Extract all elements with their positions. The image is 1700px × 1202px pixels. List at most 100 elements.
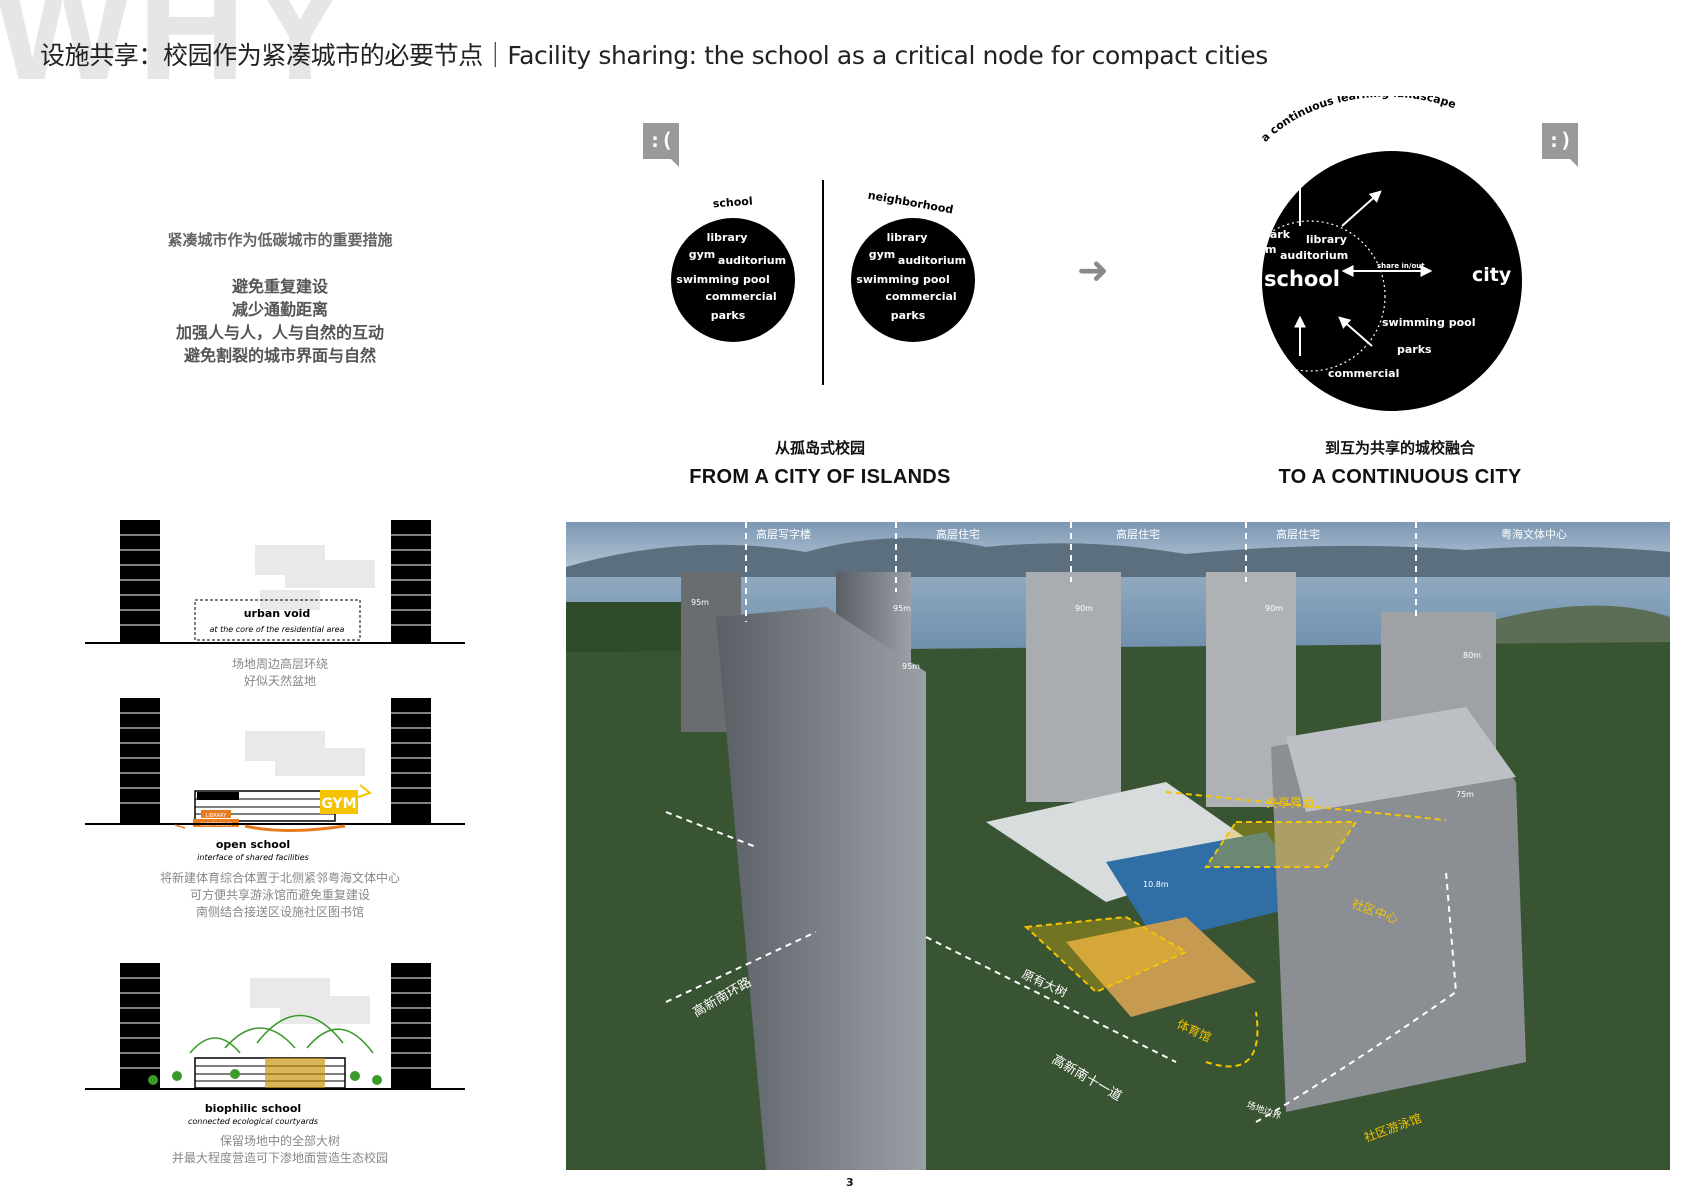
item-library: library: [707, 231, 748, 244]
happy-face-icon: :): [1542, 123, 1578, 167]
pool-path: [1205, 1011, 1259, 1068]
diagonal-arrow: [1341, 190, 1382, 227]
aerial-photo: 高层写字楼 高层住宅 高层住宅 高层住宅 粤海文体中心 95m 95m 95m …: [566, 522, 1670, 1170]
item-swimming-pool: swimming pool: [676, 273, 769, 286]
neighborhood-circle-label: neighborhood: [867, 189, 954, 217]
section-urban-void: urban void at the core of the residentia…: [85, 520, 465, 644]
school-circle-label: school: [712, 195, 753, 211]
label-parks: parks: [1397, 343, 1432, 356]
orange-arrow: [174, 824, 186, 829]
note-line: 好似天然盆地: [243, 674, 316, 688]
label-park: park: [1262, 228, 1291, 241]
note-line: 场地周边高层环绕: [231, 657, 328, 671]
tower-right: [391, 698, 431, 823]
label-sports-center: 粤海文体中心: [1501, 527, 1567, 541]
item-auditorium: auditorium: [898, 254, 966, 267]
height-label: 80m: [1463, 651, 1481, 660]
happy-face-text: :): [1542, 123, 1578, 159]
zone-community-center: [1204, 821, 1358, 868]
mountains: [566, 538, 1670, 582]
green-arcs: [189, 1014, 374, 1054]
gym-label: GYM: [321, 796, 356, 812]
foreground-tower: [716, 607, 926, 1170]
label-auditorium: auditorium: [1280, 249, 1348, 262]
page-number: 3: [846, 1176, 854, 1189]
note-line: 南侧结合接送区设施社区图书馆: [195, 905, 364, 919]
intro-point: 避免割裂的城市界面与自然: [183, 346, 376, 365]
height-label: 75m: [1456, 790, 1474, 799]
zone-gym: [1023, 915, 1189, 994]
item-commercial: commercial: [885, 290, 956, 303]
school-campus: [986, 782, 1316, 1017]
orange-ground-band: [244, 824, 346, 832]
neighborhood-circle: [851, 218, 975, 342]
sports-complex: [1271, 712, 1526, 1112]
section-open-school: GYM LIBRARY AUDITORIUM open school inter…: [85, 698, 465, 862]
label-residential: 高层住宅: [1116, 527, 1160, 541]
page-title: 设施共享：校园作为紧凑城市的必要节点｜Facility sharing: the…: [40, 41, 1268, 70]
item-gym: gym: [689, 248, 716, 261]
section-subtitle: interface of shared facilities: [197, 853, 309, 862]
sad-face-icon: :(: [643, 123, 679, 167]
note-line: 并最大程度营造可下渗地面营造生态校园: [171, 1151, 388, 1165]
section-notes: 场地周边高层环绕 好似天然盆地: [140, 656, 420, 690]
item-swimming-pool: swimming pool: [856, 273, 949, 286]
speech-tail: [1568, 157, 1578, 167]
label-swimming-pool: swimming pool: [1382, 316, 1475, 329]
note-line: 可方便共享游泳馆而避免重复建设: [189, 888, 370, 902]
trees: [148, 1069, 382, 1085]
section-subtitle: at the core of the residential area: [210, 625, 345, 634]
label-residential: 高层住宅: [936, 527, 980, 541]
road-eleven-line: [925, 936, 1177, 1063]
note-line: 将新建体育综合体置于北侧紧邻粤海文体中心: [159, 871, 400, 885]
label-share: share in/out: [1377, 262, 1425, 270]
section-biophilic-school: biophilic school connected ecological co…: [85, 963, 465, 1126]
shared-interface-line: [1165, 791, 1447, 821]
road-ring-line: [665, 931, 817, 1003]
continuous-caption-cn: 到互为共享的城校融合: [1324, 439, 1475, 457]
zone-label: 共享界面: [1266, 795, 1314, 810]
void-box: [194, 599, 361, 641]
tower-right: [391, 520, 431, 643]
city-circle: [1262, 151, 1522, 411]
label-commercial: commercial: [1328, 367, 1399, 380]
gym-block: [320, 790, 358, 814]
school-circle: [671, 218, 795, 342]
section-notes: 保留场地中的全部大树 并最大程度营造可下渗地面营造生态校园: [120, 1133, 440, 1167]
label-gym: gym: [1250, 243, 1277, 256]
item-gym: gym: [869, 248, 896, 261]
continuous-landscape-label: a continuous learning landscape: [1258, 96, 1457, 145]
label-residential: 高层住宅: [1276, 527, 1320, 541]
section-notes: 将新建体育综合体置于北侧紧邻粤海文体中心 可方便共享游泳馆而避免重复建设 南侧结…: [120, 870, 440, 921]
islands-diagram: school neighborhood library gym auditori…: [671, 180, 975, 385]
library-tag: LIBRARY: [206, 813, 228, 819]
continuous-caption-en: TO A CONTINUOUS CITY: [1278, 466, 1522, 488]
sad-face-text: :(: [643, 123, 679, 159]
height-label: 95m: [893, 604, 911, 613]
tower-right: [391, 963, 431, 1088]
item-commercial: commercial: [705, 290, 776, 303]
speech-tail: [669, 157, 679, 167]
intro-heading: 紧凑城市作为低碳城市的重要措施: [167, 231, 393, 249]
intro-point: 减少通勤距离: [231, 300, 328, 319]
section-title: urban void: [244, 607, 311, 620]
sports-complex-roof: [1286, 707, 1516, 812]
height-label: 95m: [691, 598, 709, 607]
label-library: library: [1306, 233, 1347, 246]
site-boundary-line: [1255, 871, 1458, 1123]
item-library: library: [887, 231, 928, 244]
item-parks: parks: [891, 309, 926, 322]
section-title: open school: [216, 838, 290, 851]
tower-left: [120, 520, 160, 643]
intro-point: 避免重复建设: [231, 277, 328, 296]
intro-point: 加强人与人，人与自然的互动: [175, 323, 384, 342]
continuous-city-diagram: a continuous learning landscape park lib…: [1234, 96, 1522, 411]
background-watermark-word: WHY: [0, 0, 354, 111]
islands-caption-cn: 从孤岛式校园: [774, 439, 865, 457]
continuous-landscape-label-text: a continuous learning landscape: [1258, 96, 1457, 145]
height-label: 10.8m: [1143, 880, 1169, 889]
school-block: GYM LIBRARY AUDITORIUM: [193, 790, 358, 828]
note-line: 保留场地中的全部大树: [219, 1134, 340, 1148]
islands-caption-en: FROM A CITY OF ISLANDS: [689, 466, 951, 488]
intro-points: 避免重复建设 减少通勤距离 加强人与人，人与自然的互动 避免割裂的城市界面与自然: [150, 275, 410, 367]
